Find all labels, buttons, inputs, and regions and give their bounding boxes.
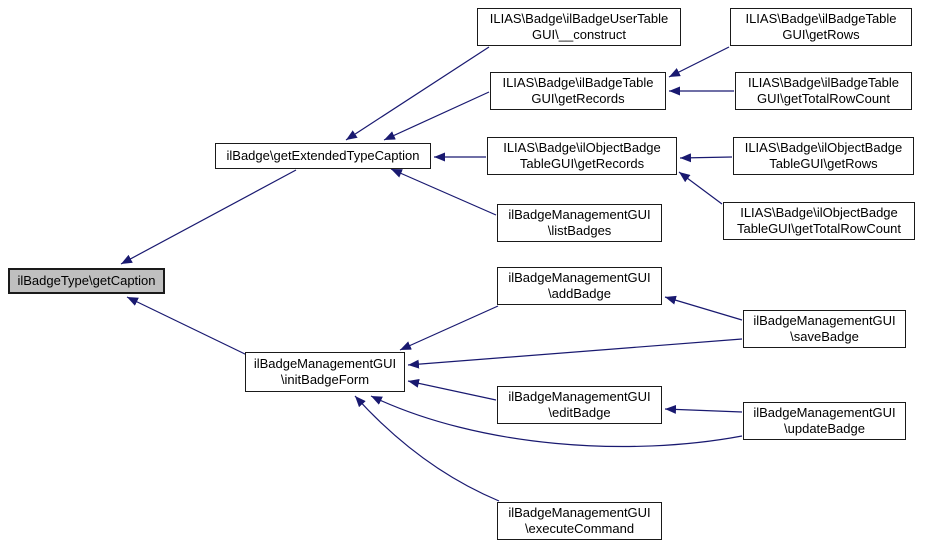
node-label: ILIAS\Badge\ilBadgeTable [745,11,897,26]
node-save-badge[interactable]: ilBadgeManagementGUI \saveBadge [743,310,906,348]
node-label: \executeCommand [524,521,635,536]
node-object-badge-table-get-records[interactable]: ILIAS\Badge\ilObjectBadge TableGUI\getRe… [487,137,677,175]
node-label: ILIAS\Badge\ilObjectBadge [744,140,903,155]
node-label: ILIAS\Badge\ilBadgeTable [502,75,654,90]
edge-getExtendedTypeCaption-to-getCaption [120,169,297,265]
node-label: TableGUI\getTotalRowCount [736,221,902,236]
edge-editBadge-to-initBadgeForm [407,378,497,401]
node-get-extended-type-caption[interactable]: ilBadge\getExtendedTypeCaption [215,143,431,169]
edge-executeCommand-to-initBadgeForm [354,395,500,502]
node-label: GUI\getRows [782,27,860,42]
edge-objectBadgeGetRows-to-objectBadgeGetRecords [679,153,733,163]
edge-userTableConstruct-to-getExtendedTypeCaption [345,46,490,141]
node-label: ILIAS\Badge\ilBadgeUserTable [489,11,669,26]
edge-badgeTableGetRecords-to-getExtendedTypeCaption [383,91,490,141]
node-add-badge[interactable]: ilBadgeManagementGUI \addBadge [497,267,662,305]
node-label: ilBadgeManagementGUI [508,389,651,404]
node-label: ilBadgeManagementGUI [753,405,896,420]
edge-badgeTableGetRows-to-badgeTableGetRecords [668,46,730,78]
node-label: \initBadgeForm [280,372,370,387]
node-label: ilBadgeManagementGUI [753,313,896,328]
node-label: ilBadgeManagementGUI [508,270,651,285]
node-execute-command[interactable]: ilBadgeManagementGUI \executeCommand [497,502,662,540]
node-badge-table-get-rows[interactable]: ILIAS\Badge\ilBadgeTable GUI\getRows [730,8,912,46]
node-label: ILIAS\Badge\ilObjectBadge [503,140,661,155]
node-list-badges[interactable]: ilBadgeManagementGUI \listBadges [497,204,662,242]
node-label: ilBadgeManagementGUI [508,207,651,222]
edge-updateBadge-to-initBadgeForm [370,395,743,448]
edge-updateBadge-to-editBadge [664,404,743,414]
node-label: ilBadgeManagementGUI [253,356,397,371]
edge-saveBadge-to-addBadge [664,295,743,321]
node-label: GUI\getTotalRowCount [757,91,890,106]
node-label: GUI\__construct [532,27,626,42]
node-label: GUI\getRecords [531,91,625,106]
node-object-badge-table-get-total-row-count[interactable]: ILIAS\Badge\ilObjectBadge TableGUI\getTo… [723,202,915,240]
node-badge-table-get-records[interactable]: ILIAS\Badge\ilBadgeTable GUI\getRecords [490,72,666,110]
node-label: TableGUI\getRows [769,156,878,171]
node-edit-badge[interactable]: ilBadgeManagementGUI \editBadge [497,386,662,424]
node-badge-table-get-total-row-count[interactable]: ILIAS\Badge\ilBadgeTable GUI\getTotalRow… [735,72,912,110]
node-label: ilBadgeType\getCaption [17,273,156,288]
node-label: ILIAS\Badge\ilBadgeTable [747,75,900,90]
node-label: ilBadgeManagementGUI [508,505,651,520]
edge-listBadges-to-getExtendedTypeCaption [390,168,497,216]
node-object-badge-table-get-rows[interactable]: ILIAS\Badge\ilObjectBadge TableGUI\getRo… [733,137,914,175]
node-init-badge-form[interactable]: ilBadgeManagementGUI \initBadgeForm [245,352,405,392]
edge-objectBadgeGetTotalRowCount-to-objectBadgeGetRecords [678,171,723,205]
node-user-table-construct[interactable]: ILIAS\Badge\ilBadgeUserTable GUI\__const… [477,8,681,46]
node-label: ILIAS\Badge\ilObjectBadge [740,205,898,220]
node-update-badge[interactable]: ilBadgeManagementGUI \updateBadge [743,402,906,440]
node-label: \editBadge [548,405,611,420]
node-label: \saveBadge [790,329,859,344]
node-label: \updateBadge [784,421,865,436]
node-label: TableGUI\getRecords [519,156,645,171]
node-get-caption[interactable]: ilBadgeType\getCaption [8,268,165,294]
edge-saveBadge-to-initBadgeForm [407,338,743,369]
node-label: ilBadge\getExtendedTypeCaption [226,148,420,163]
edge-addBadge-to-initBadgeForm [399,305,499,351]
node-label: \addBadge [548,286,611,301]
edge-initBadgeForm-to-getCaption [126,296,248,356]
node-label: \listBadges [547,223,612,238]
